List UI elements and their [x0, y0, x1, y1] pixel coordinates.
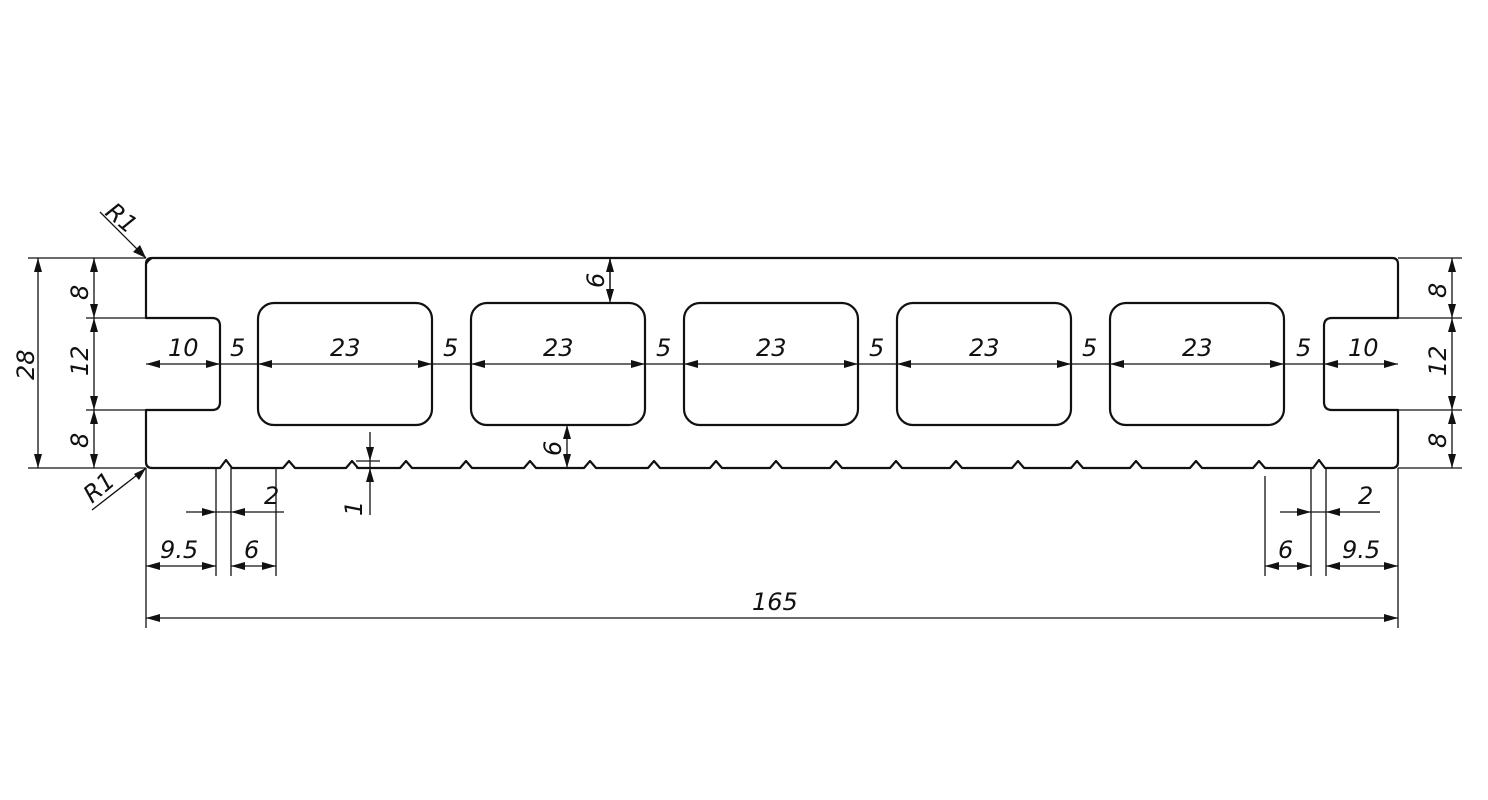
- right-pitch-label: 6: [1278, 536, 1293, 564]
- left-pitch-label: 6: [244, 536, 259, 564]
- right-offset-label: 9.5: [1342, 536, 1380, 564]
- top-wall-label: 6: [582, 273, 610, 288]
- cavity-width-label: 23: [969, 334, 1000, 362]
- cavity-width-label: 23: [756, 334, 787, 362]
- profile-outline: [144, 256, 1400, 470]
- bottom-wall-label: 6: [539, 441, 567, 456]
- dimension-labels: R1 R1 28 8 12 8 8 12 8 10 10 5 5 5 5 5 5…: [12, 197, 1452, 616]
- left-bottom-band-label: 8: [66, 433, 94, 448]
- right-groove-depth-label: 10: [1348, 334, 1379, 362]
- web-label: 5: [1082, 334, 1097, 362]
- overall-height-label: 28: [12, 349, 40, 380]
- overall-width-label: 165: [752, 588, 798, 616]
- left-tongue-depth-label: 10: [168, 334, 199, 362]
- right-slot-label: 2: [1358, 482, 1373, 510]
- web-label: 5: [656, 334, 671, 362]
- dimension-lines: [34, 211, 1456, 622]
- web-label: 5: [1296, 334, 1311, 362]
- radius-arc-top: [145, 257, 153, 265]
- cavity-width-label: 23: [330, 334, 361, 362]
- left-slot-label: 2: [264, 482, 279, 510]
- right-bottom-band-label: 8: [1424, 433, 1452, 448]
- extension-lines: [28, 257, 1462, 628]
- web-label: 5: [230, 334, 245, 362]
- left-top-band-label: 8: [66, 285, 94, 300]
- left-groove-label: 12: [66, 345, 94, 376]
- right-top-band-label: 8: [1424, 283, 1452, 298]
- radius-label-top: R1: [100, 197, 142, 239]
- radius-label-bottom: R1: [78, 467, 120, 509]
- cavity-width-label: 23: [1182, 334, 1213, 362]
- cavity-width-label: 23: [543, 334, 574, 362]
- left-offset-label: 9.5: [160, 536, 198, 564]
- web-label: 5: [443, 334, 458, 362]
- rib-height-label: 1: [340, 501, 368, 516]
- right-groove-label: 12: [1424, 345, 1452, 376]
- web-label: 5: [869, 334, 884, 362]
